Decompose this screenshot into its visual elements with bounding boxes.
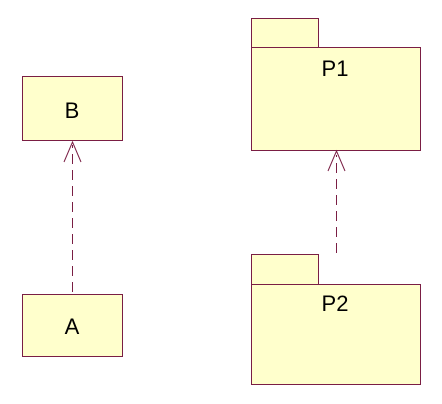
class-b-label: B [65,98,80,123]
class-b-box [22,76,123,141]
package-p1[interactable]: P1 [251,18,421,151]
class-a-label: A [65,314,80,339]
package-p2-tab [251,254,319,285]
package-p1-label: P1 [322,56,349,81]
package-p2-body [251,284,421,385]
class-a-box [22,294,123,357]
package-p1-tab [251,18,319,48]
class-a[interactable]: A [22,294,123,357]
class-b[interactable]: B [22,76,123,141]
package-p2-label: P2 [322,291,349,316]
package-p1-body [251,47,421,151]
dependency-p2-to-p1[interactable] [327,149,346,253]
package-p2[interactable]: P2 [251,254,421,385]
dependency-a-to-b[interactable] [63,140,82,292]
dependency-a-to-b-arrowhead [63,140,82,163]
dependency-p2-to-p1-arrowhead [327,149,346,172]
